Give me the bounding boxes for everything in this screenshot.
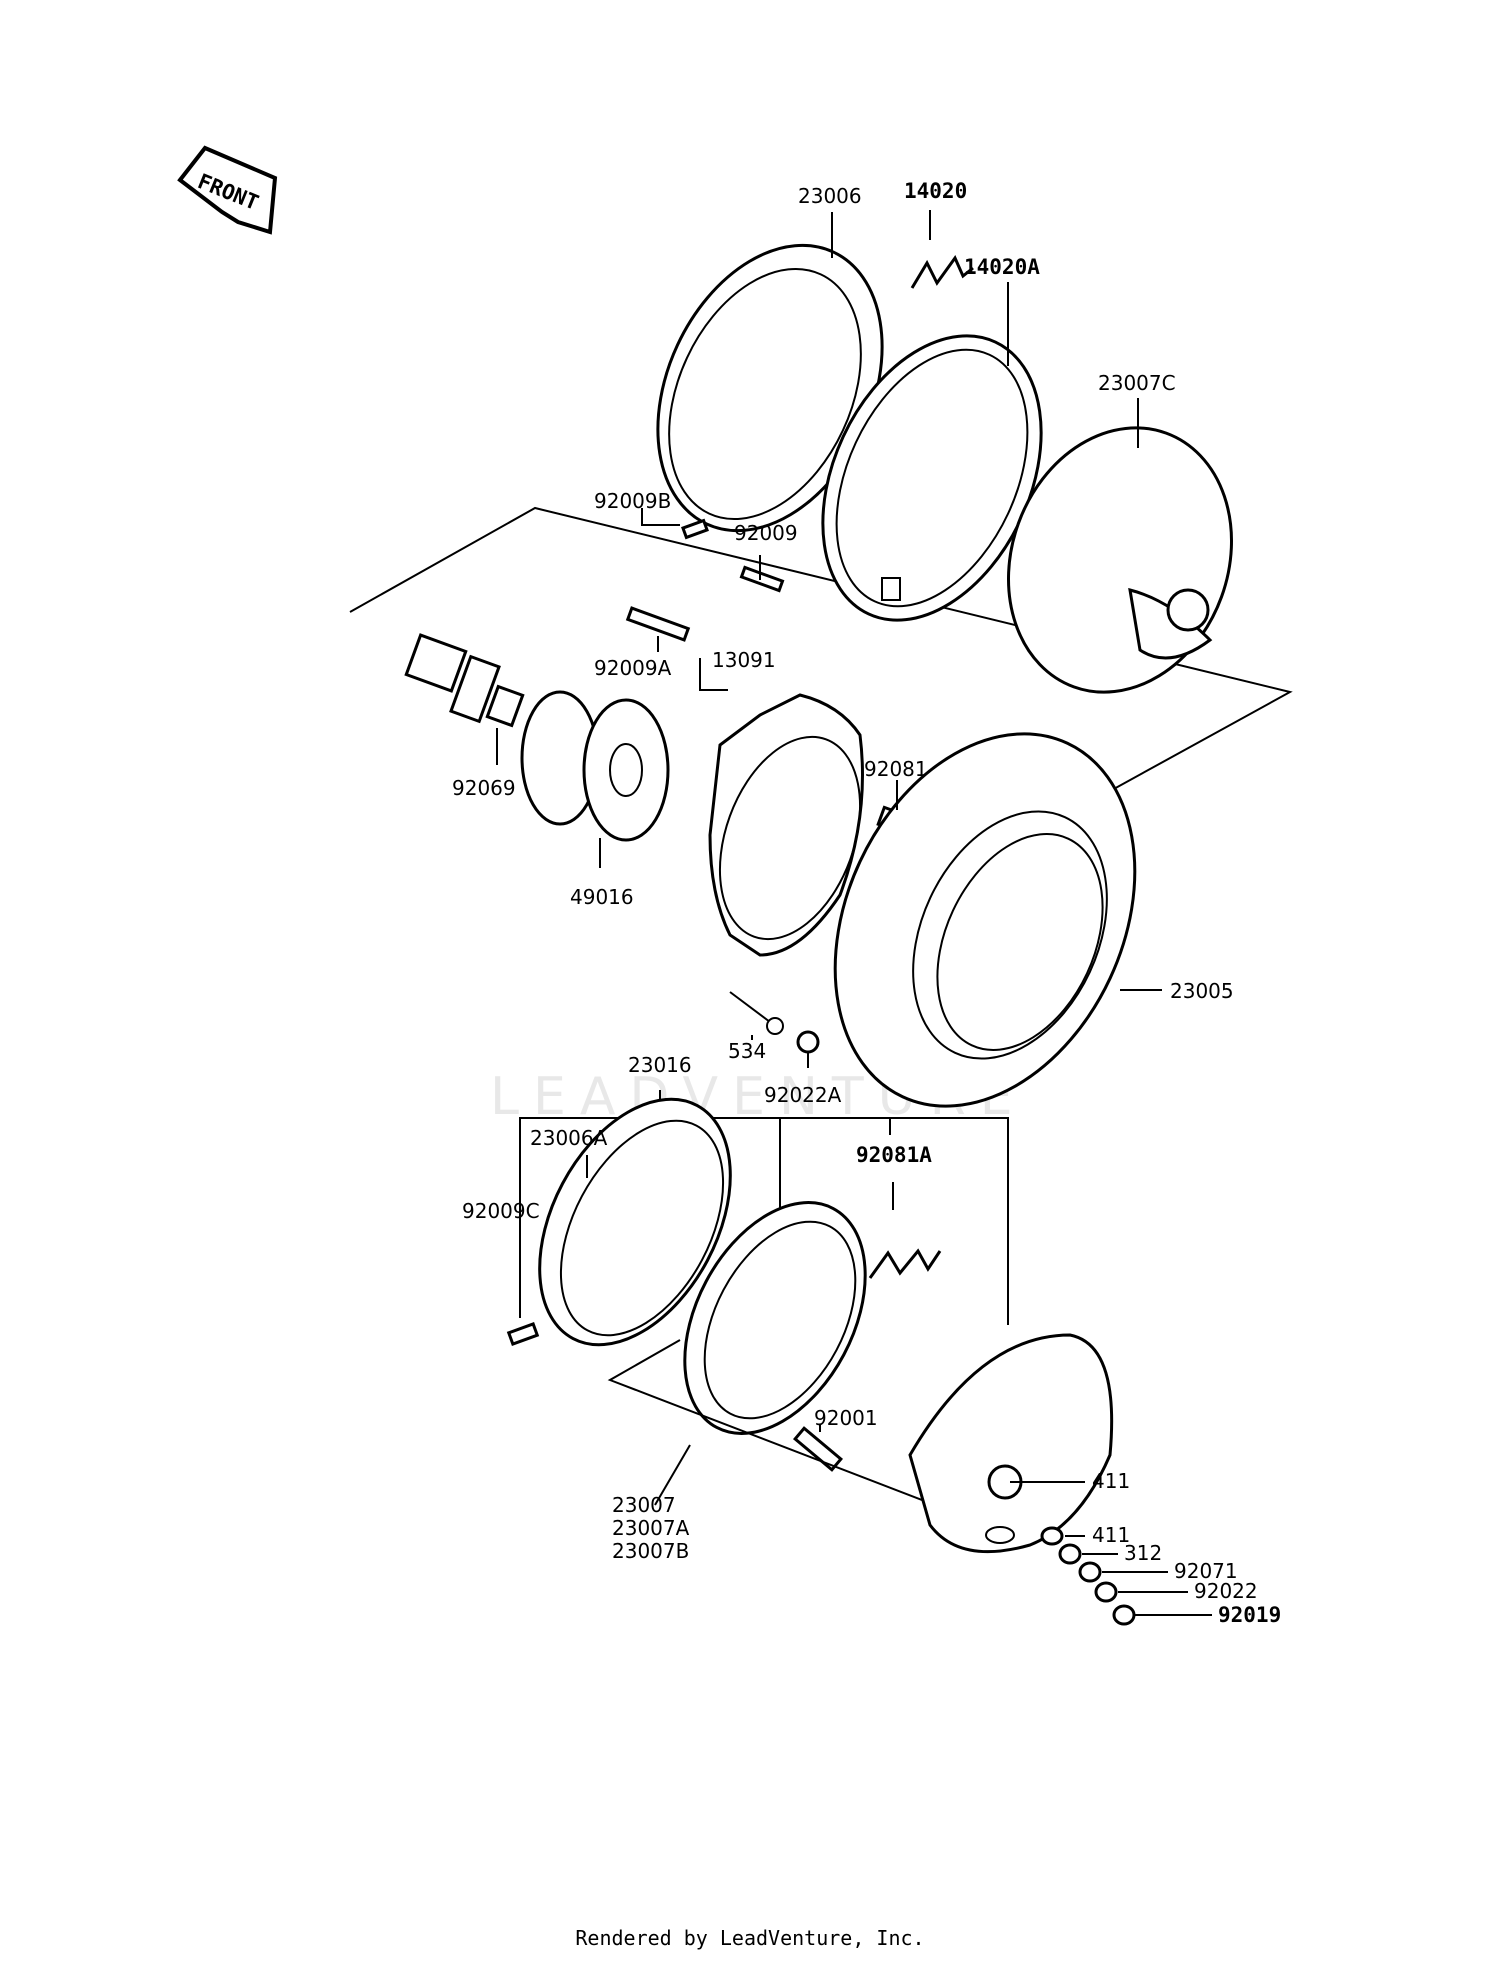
reflector-23007 (683, 1201, 867, 1435)
label-312: 312 (1124, 1541, 1162, 1565)
screw-92009 (739, 565, 785, 593)
fastener-stack (1040, 1526, 1136, 1626)
screw-534-head (766, 1017, 784, 1035)
rim-23006 (656, 243, 884, 533)
label-23007: 23007 (612, 1493, 676, 1517)
label-411-upper: 411 (1092, 1469, 1130, 1493)
label-92022: 92022 (1194, 1579, 1258, 1603)
spring-14020 (910, 255, 974, 289)
label-92019: 92019 (1218, 1603, 1281, 1627)
label-92022A: 92022A (764, 1083, 842, 1107)
label-92009A: 92009A (594, 656, 672, 680)
bracket-13091 (708, 693, 864, 957)
label-411-lower: 411 (1092, 1523, 1130, 1547)
rear-shell (908, 1333, 1114, 1554)
label-23016: 23016 (628, 1053, 692, 1077)
screw-92009A (625, 606, 691, 642)
label-92009C: 92009C (462, 1199, 540, 1223)
label-92069: 92069 (452, 776, 516, 800)
label-23007A: 23007A (612, 1516, 690, 1540)
housing-23005 (833, 732, 1137, 1108)
screw-92009C (506, 1321, 540, 1347)
label-49016: 49016 (570, 885, 634, 909)
footer-credit: Rendered by LeadVenture, Inc. (575, 1926, 925, 1950)
label-92081: 92081 (864, 757, 928, 781)
bushing-49016 (520, 690, 670, 842)
label-23007B: 23007B (612, 1539, 689, 1563)
ring-14020A (821, 334, 1043, 622)
label-23006A: 23006A (530, 1126, 608, 1150)
label-13091: 13091 (712, 648, 776, 672)
label-92081A: 92081A (856, 1143, 932, 1167)
label-14020A: 14020A (964, 255, 1040, 279)
screw-92009B (681, 518, 709, 540)
leader-lines (496, 210, 1212, 1616)
nut-92022A (796, 1030, 820, 1054)
group-23016-bracket (519, 1117, 1009, 1325)
sealed-beam-23007C (1007, 426, 1233, 694)
label-92071: 92071 (1174, 1559, 1238, 1583)
bolt-92001 (793, 1426, 843, 1472)
label-92001: 92001 (814, 1406, 878, 1430)
label-23007C: 23007C (1098, 371, 1176, 395)
label-23006: 23006 (798, 184, 862, 208)
label-14020: 14020 (904, 179, 967, 203)
socket-92069 (404, 633, 525, 728)
label-92009B: 92009B (594, 489, 671, 513)
label-534: 534 (728, 1039, 766, 1063)
label-92009: 92009 (734, 521, 798, 545)
spring-92081A (868, 1248, 942, 1279)
screw-534 (729, 991, 771, 1023)
front-arrow-badge: FRONT (177, 145, 278, 235)
label-23005: 23005 (1170, 979, 1234, 1003)
